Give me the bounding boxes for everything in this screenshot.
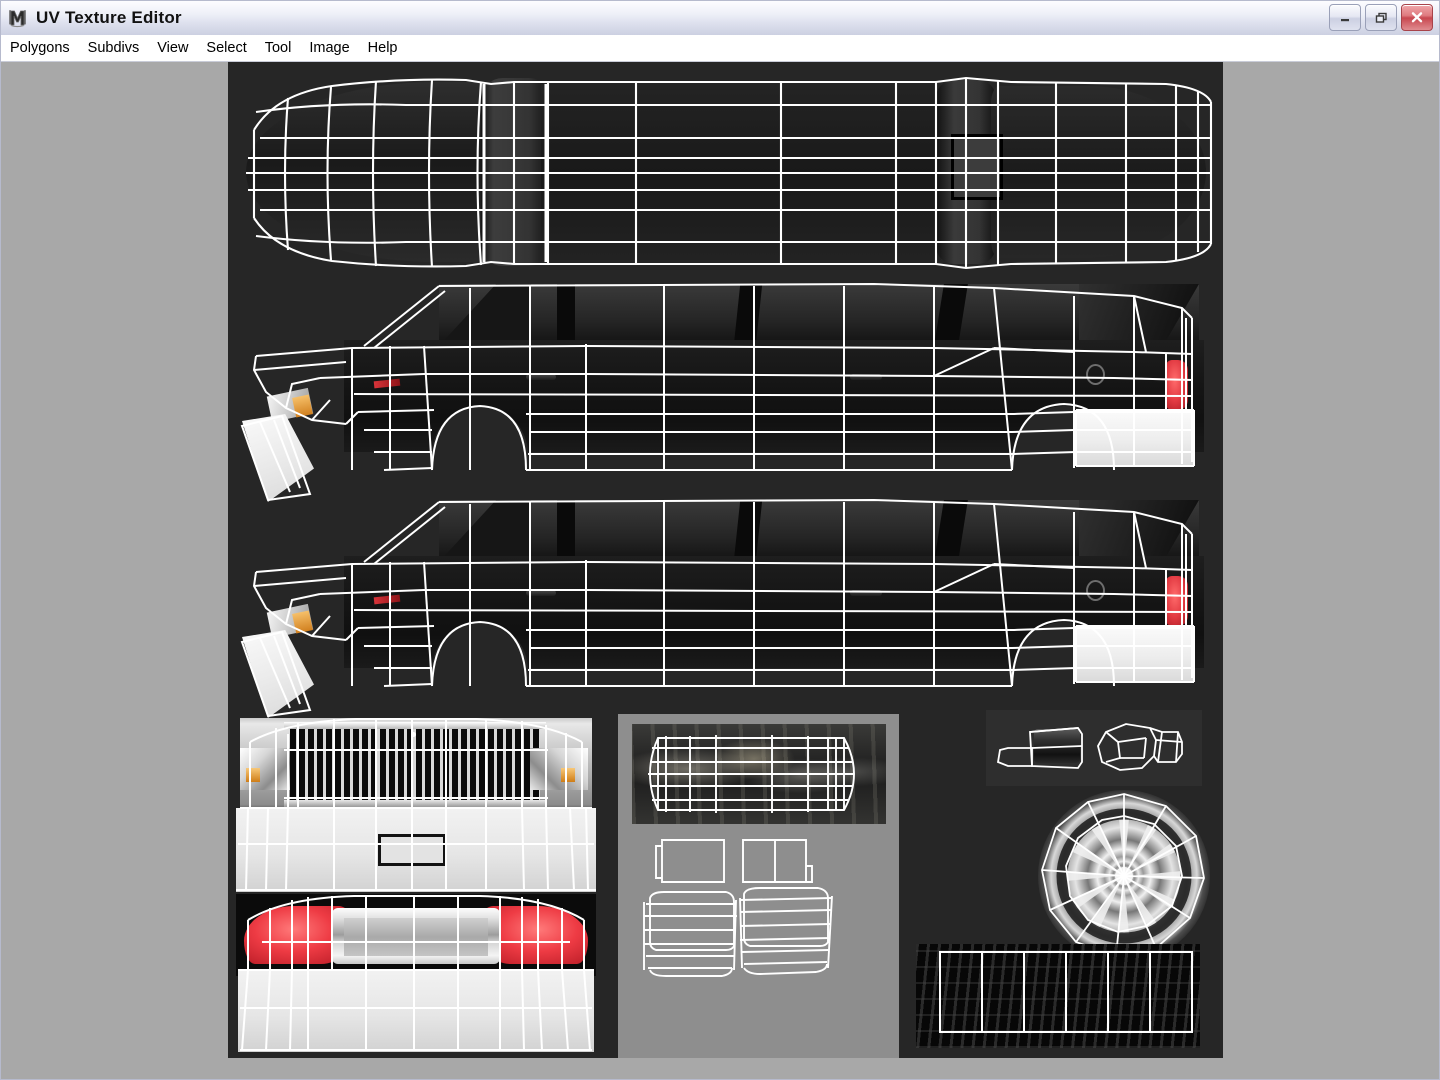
menu-item-polygons[interactable]: Polygons bbox=[10, 39, 70, 56]
license-plate-rear bbox=[344, 918, 488, 956]
uv-canvas[interactable] bbox=[228, 62, 1223, 1058]
wheel-rim-wireframe bbox=[1038, 790, 1210, 962]
door-handle-front-2 bbox=[526, 590, 556, 596]
fuel-cap-circle-2 bbox=[1086, 580, 1105, 601]
editor-viewport[interactable] bbox=[1, 62, 1439, 1079]
wheel-rim-shell[interactable] bbox=[1038, 790, 1210, 962]
window-title: UV Texture Editor bbox=[36, 8, 182, 27]
greenhouse-glass-group bbox=[439, 284, 1199, 346]
side-profile-left-shell[interactable] bbox=[234, 274, 1219, 502]
menu-bar: Polygons Subdivs View Select Tool Image … bbox=[1, 35, 1439, 62]
grille-top-chrome bbox=[284, 722, 546, 729]
door-handle-front bbox=[526, 374, 556, 380]
menu-item-view[interactable]: View bbox=[157, 39, 189, 56]
roof-wireframe bbox=[236, 72, 1216, 272]
restore-button[interactable] bbox=[1365, 4, 1397, 31]
menu-item-subdivs[interactable]: Subdivs bbox=[87, 39, 140, 56]
close-button[interactable] bbox=[1401, 4, 1433, 31]
door-handle-rear-2 bbox=[850, 590, 882, 596]
tire-tread-wireframe bbox=[916, 944, 1200, 1048]
menu-item-image[interactable]: Image bbox=[309, 39, 350, 56]
rear-view-shell[interactable] bbox=[236, 894, 596, 1058]
fuel-cap-circle bbox=[1086, 364, 1105, 385]
grille-slats bbox=[290, 726, 540, 804]
exhaust-parts-wireframe bbox=[986, 710, 1202, 786]
rear-view-wireframe bbox=[236, 894, 596, 1058]
greenhouse-glass-group-2 bbox=[439, 500, 1199, 562]
side-profile-left-wireframe bbox=[234, 274, 1219, 494]
menu-item-select[interactable]: Select bbox=[206, 39, 247, 56]
undercarriage-shell[interactable] bbox=[632, 724, 886, 824]
front-grille-shell[interactable] bbox=[236, 714, 596, 894]
side-profile-right-shell[interactable] bbox=[234, 490, 1219, 718]
roof-top-shell[interactable] bbox=[236, 72, 1216, 272]
front-grille-wireframe bbox=[236, 714, 596, 894]
seat-panels-shell[interactable] bbox=[632, 838, 886, 1050]
minimize-button[interactable] bbox=[1329, 4, 1361, 31]
maya-logo-icon bbox=[8, 7, 30, 29]
rear-bumper-white-panel bbox=[238, 970, 594, 1052]
seat-panels-wireframe bbox=[632, 838, 886, 1050]
title-bar[interactable]: UV Texture Editor bbox=[1, 1, 1439, 35]
hood-ornament bbox=[411, 732, 416, 737]
undercarriage-wireframe bbox=[632, 724, 886, 824]
tire-tread-photo bbox=[916, 944, 1200, 1048]
menu-item-help[interactable]: Help bbox=[367, 39, 398, 56]
headlight-right bbox=[530, 748, 588, 790]
door-handle-rear bbox=[850, 374, 882, 380]
window-controls bbox=[1329, 4, 1433, 31]
tire-tread-shell[interactable] bbox=[916, 944, 1200, 1048]
exhaust-parts-shell[interactable] bbox=[986, 710, 1202, 786]
turn-signal-right bbox=[561, 768, 575, 782]
menu-item-tool[interactable]: Tool bbox=[264, 39, 292, 56]
grille-bottom-chrome bbox=[284, 800, 546, 808]
side-profile-right-wireframe bbox=[234, 490, 1219, 710]
